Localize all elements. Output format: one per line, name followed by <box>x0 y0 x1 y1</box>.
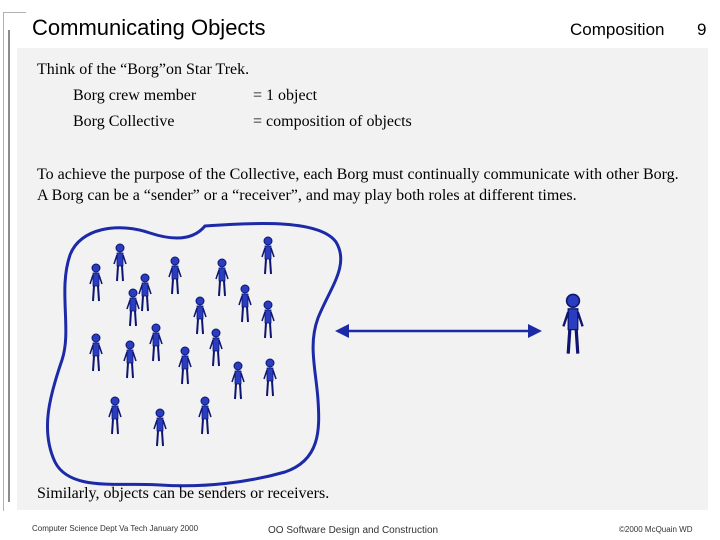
collective-boundary <box>45 221 343 488</box>
conclusion-text: Similarly, objects can be senders or rec… <box>37 485 330 502</box>
slide-frame-inner <box>8 30 16 502</box>
borg-figure <box>231 361 245 400</box>
slide-frame-left <box>3 12 13 511</box>
footer-right: ©2000 McQuain WD <box>619 525 693 534</box>
borg-figure <box>89 263 103 302</box>
slide-title: Communicating Objects <box>32 15 266 40</box>
borg-figure <box>238 284 252 323</box>
footer-center: OO Software Design and Construction <box>268 525 439 536</box>
slide-frame-top <box>12 12 26 23</box>
definition-collective: = composition of objects <box>253 113 412 130</box>
communication-paragraph: To achieve the purpose of the Collective… <box>37 166 679 204</box>
borg-figure <box>89 333 103 372</box>
section-label: Composition <box>570 20 665 39</box>
borg-figure <box>178 346 192 385</box>
borg-figure <box>126 288 140 327</box>
borg-figure <box>261 300 275 339</box>
page-number: 9 <box>697 20 707 39</box>
borg-figure <box>108 396 122 435</box>
borg-figure <box>153 408 167 447</box>
definition-crew-member: = 1 object <box>253 87 318 104</box>
borg-figure <box>138 273 152 312</box>
borg-figure <box>168 256 182 295</box>
borg-figure <box>113 243 127 282</box>
borg-figure <box>193 296 207 335</box>
footer-left: Computer Science Dept Va Tech January 20… <box>32 524 199 533</box>
borg-figure <box>263 358 277 397</box>
borg-figure <box>209 328 223 367</box>
borg-figure <box>215 258 229 297</box>
borg-figure <box>123 340 137 379</box>
content-panel <box>17 48 708 510</box>
borg-figure <box>149 323 163 362</box>
term-crew-member: Borg crew member <box>73 87 197 104</box>
borg-collective-figures <box>89 236 277 447</box>
individual-borg <box>561 292 585 356</box>
borg-figure <box>198 396 212 435</box>
borg-figure <box>261 236 275 275</box>
term-collective: Borg Collective <box>73 113 175 130</box>
communication-arrow <box>335 324 542 338</box>
intro-line: Think of the “Borg”on Star Trek. <box>37 61 250 78</box>
